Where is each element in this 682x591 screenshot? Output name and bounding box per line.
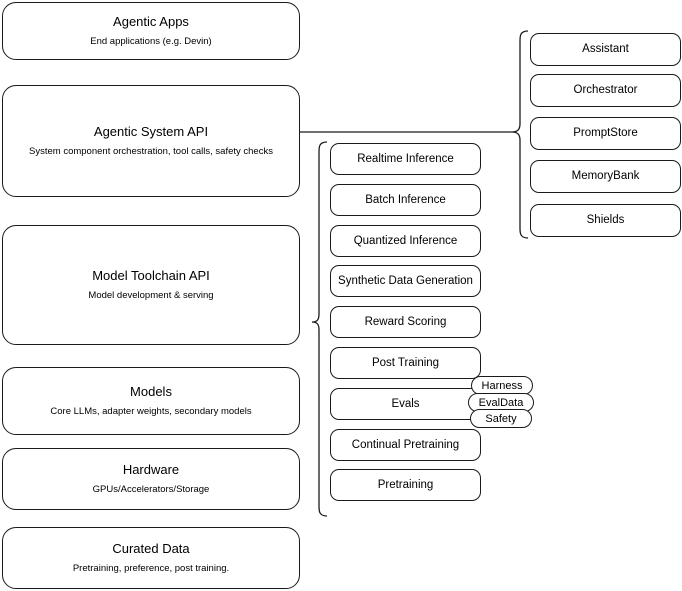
capability-pretraining[interactable]: Pretraining	[330, 469, 481, 501]
capability-label: Post Training	[371, 356, 440, 369]
system-component-label: Assistant	[582, 43, 629, 56]
capability-label: Synthetic Data Generation	[338, 274, 473, 287]
layer-model-toolchain-api[interactable]: Model Toolchain API Model development & …	[2, 225, 300, 345]
layer-title: Models	[130, 384, 172, 400]
capability-label: Continual Pretraining	[351, 438, 460, 451]
system-component-shields[interactable]: Shields	[530, 204, 681, 237]
layer-agentic-apps[interactable]: Agentic Apps End applications (e.g. Devi…	[2, 2, 300, 60]
capability-realtime-inference[interactable]: Realtime Inference	[330, 143, 481, 175]
capability-continual-pretraining[interactable]: Continual Pretraining	[330, 429, 481, 461]
system-component-label: Shields	[586, 214, 625, 227]
capability-synthetic-data-generation[interactable]: Synthetic Data Generation	[330, 265, 481, 297]
layer-subtitle: Pretraining, preference, post training.	[72, 562, 230, 574]
layer-subtitle: System component orchestration, tool cal…	[29, 145, 273, 157]
layer-title: Agentic Apps	[113, 14, 189, 30]
layer-title: Hardware	[122, 462, 180, 478]
system-component-label: PromptStore	[573, 127, 638, 140]
capability-batch-inference[interactable]: Batch Inference	[330, 184, 481, 216]
system-component-promptstore[interactable]: PromptStore	[530, 117, 681, 150]
bracket-system-components	[511, 30, 529, 239]
layer-models[interactable]: Models Core LLMs, adapter weights, secon…	[2, 367, 300, 435]
layer-subtitle: End applications (e.g. Devin)	[90, 35, 212, 47]
bracket-toolchain-capabilities	[311, 141, 328, 517]
layer-subtitle: Model development & serving	[88, 289, 214, 301]
layer-title: Agentic System API	[93, 124, 209, 140]
layer-title: Model Toolchain API	[92, 268, 210, 284]
layer-title: Curated Data	[112, 541, 190, 557]
capability-label: Realtime Inference	[357, 152, 454, 165]
eval-pill-safety[interactable]: Safety	[470, 409, 532, 428]
layer-subtitle: Core LLMs, adapter weights, secondary mo…	[50, 405, 252, 417]
layer-hardware[interactable]: Hardware GPUs/Accelerators/Storage	[2, 448, 300, 510]
eval-pill-label: Safety	[485, 412, 517, 425]
capability-label: Quantized Inference	[353, 234, 458, 247]
capability-reward-scoring[interactable]: Reward Scoring	[330, 306, 481, 338]
eval-pill-label: EvalData	[478, 396, 524, 409]
capability-label: Batch Inference	[365, 193, 446, 206]
system-component-memorybank[interactable]: MemoryBank	[530, 160, 681, 193]
capability-label: Pretraining	[377, 478, 434, 491]
layer-curated-data[interactable]: Curated Data Pretraining, preference, po…	[2, 527, 300, 589]
layer-agentic-system-api[interactable]: Agentic System API System component orch…	[2, 85, 300, 197]
eval-pill-label: Harness	[481, 379, 523, 392]
capability-evals[interactable]: Evals	[330, 388, 481, 420]
capability-label: Reward Scoring	[364, 315, 447, 328]
layer-subtitle: GPUs/Accelerators/Storage	[92, 483, 210, 495]
capability-post-training[interactable]: Post Training	[330, 347, 481, 379]
capability-label: Evals	[391, 397, 420, 410]
capability-quantized-inference[interactable]: Quantized Inference	[330, 225, 481, 257]
system-component-label: Orchestrator	[573, 84, 638, 97]
system-component-assistant[interactable]: Assistant	[530, 33, 681, 66]
system-component-label: MemoryBank	[571, 170, 640, 183]
system-component-orchestrator[interactable]: Orchestrator	[530, 74, 681, 107]
